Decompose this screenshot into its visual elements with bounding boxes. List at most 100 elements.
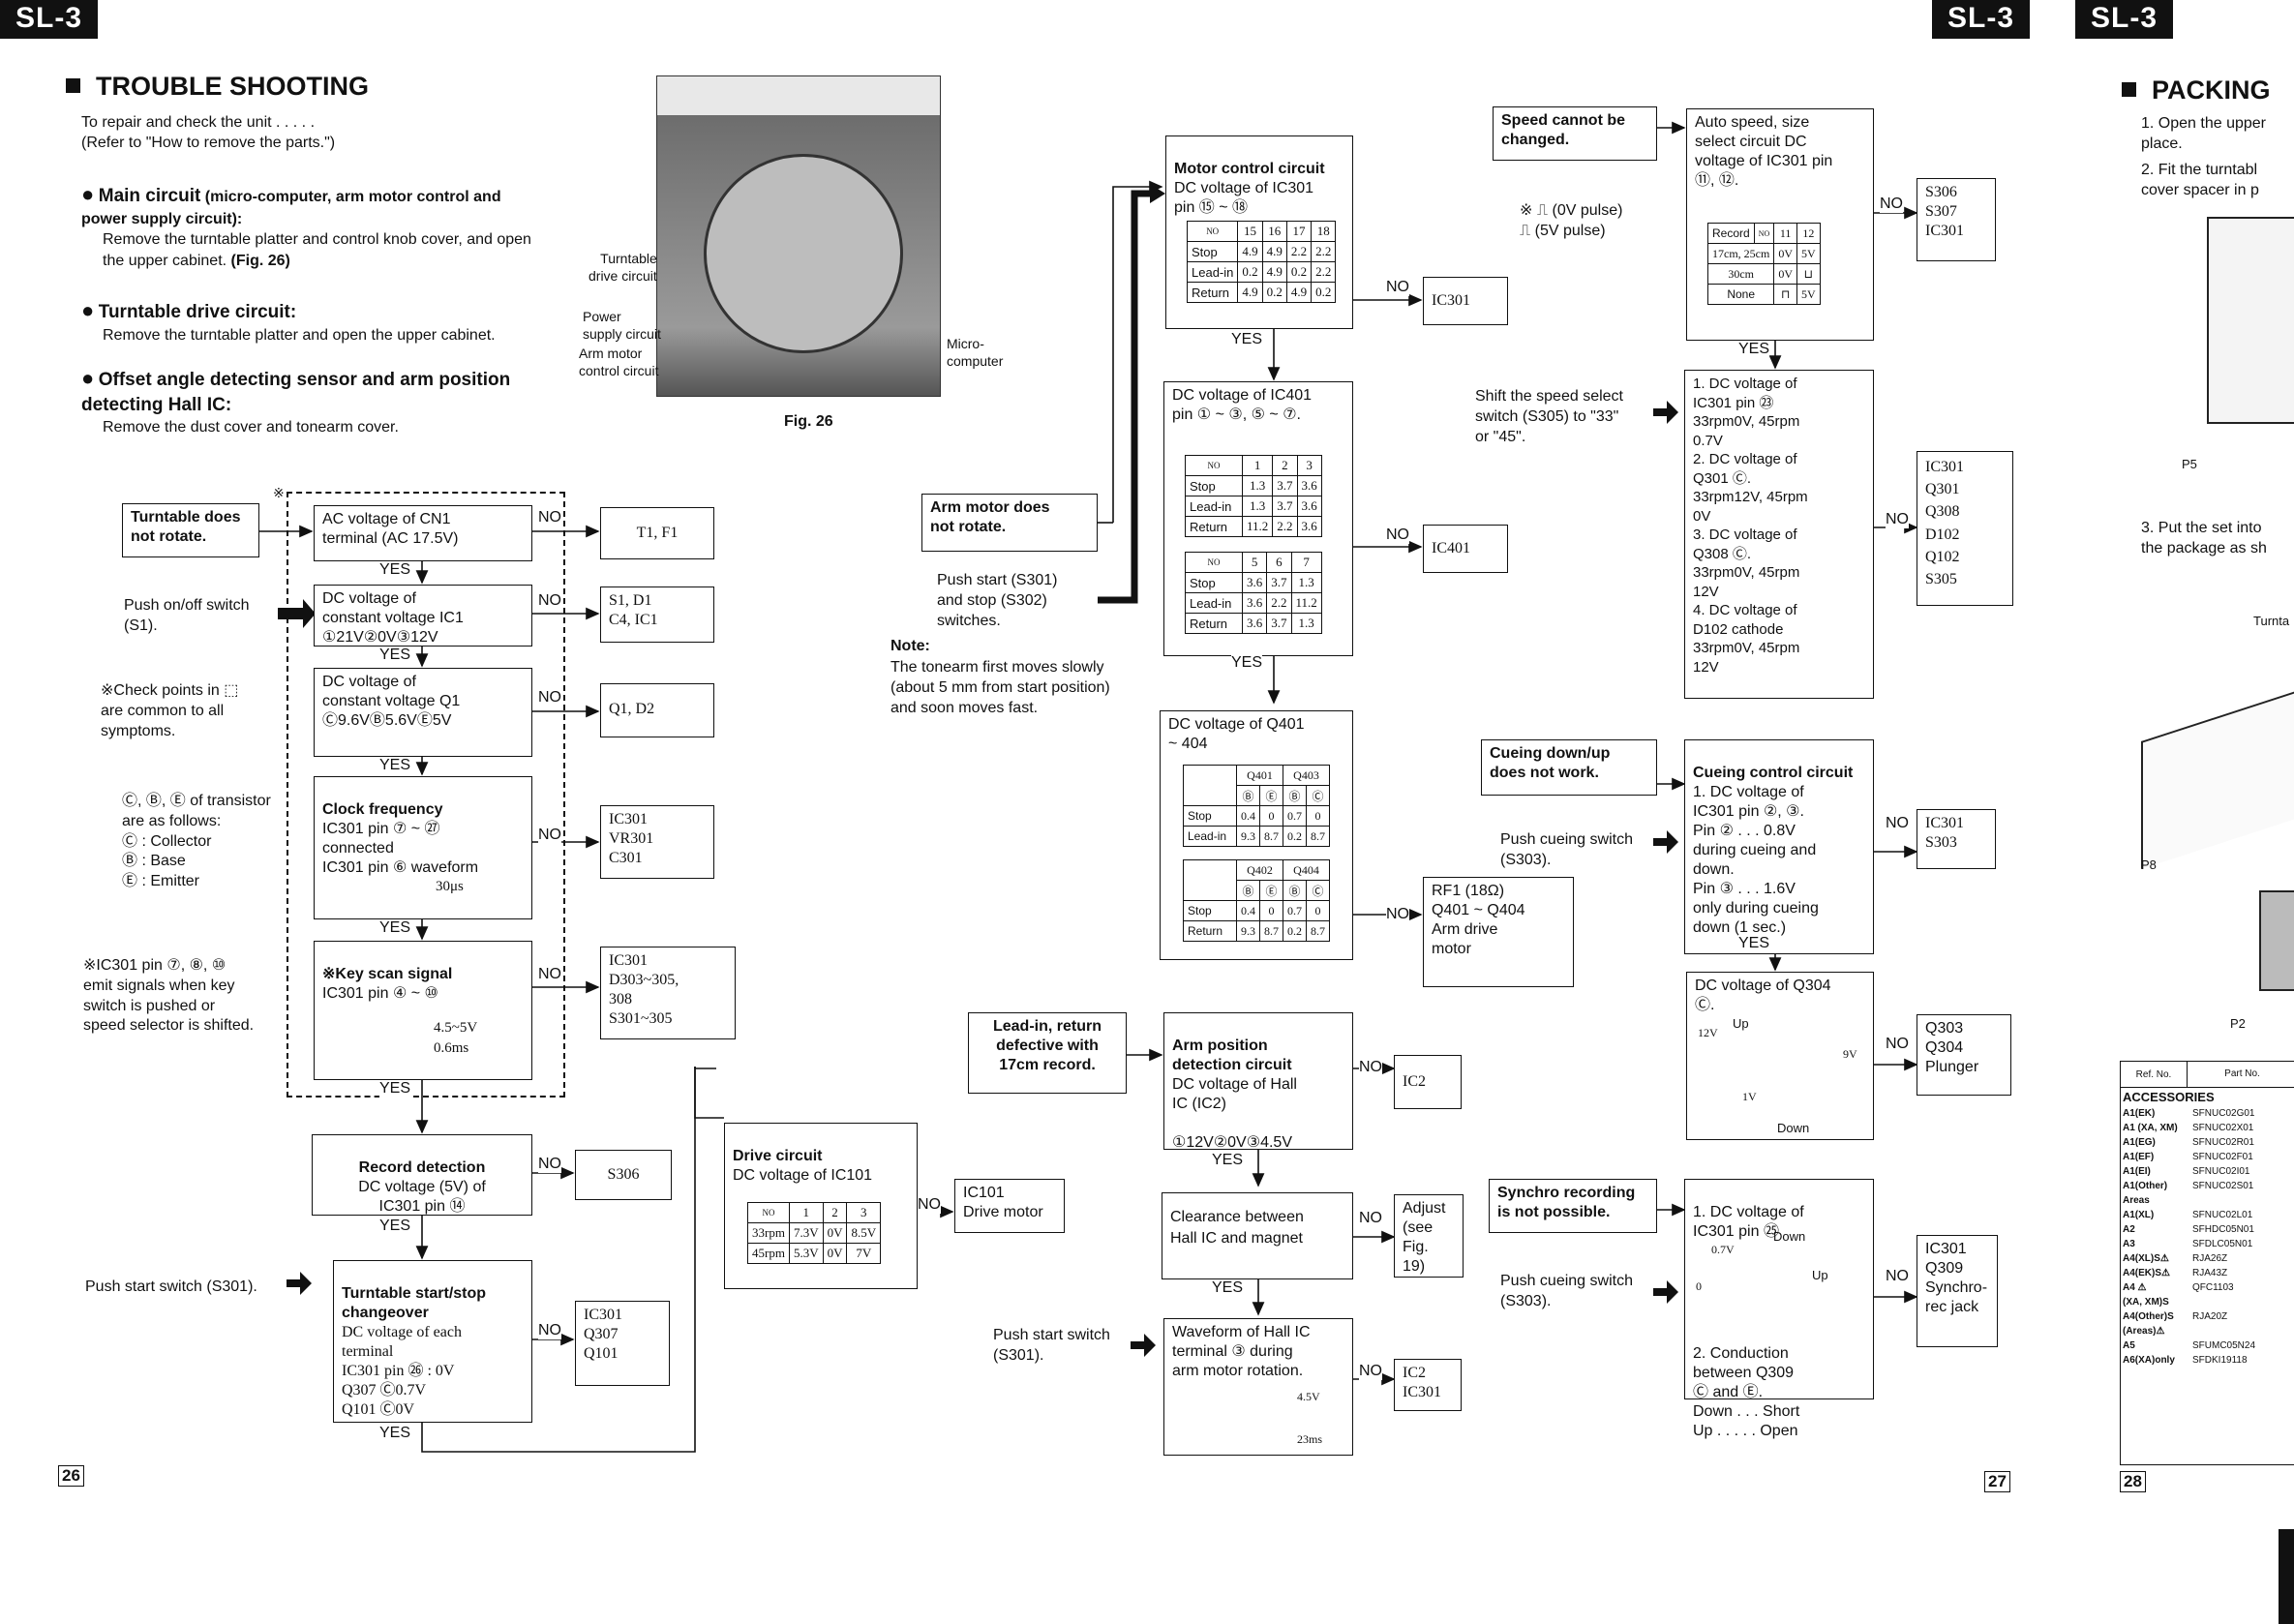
- result-t1-f1: T1, F1: [600, 507, 714, 559]
- check-q304-voltage: DC voltage of Q304 Ⓒ.: [1686, 972, 1874, 1140]
- accessory-ref: A1(EI): [2123, 1166, 2151, 1177]
- flow-yes-label: YES: [1231, 331, 1263, 348]
- accessories-title: ACCESSORIES: [2123, 1090, 2215, 1104]
- start-cueing-not-work: Cueing down/up does not work.: [1481, 739, 1657, 796]
- flow-no-label: NO: [1386, 906, 1409, 923]
- page-number-28: 28: [2120, 1471, 2146, 1492]
- start-arm-motor-not-rotate: Arm motor does not rotate.: [921, 494, 1098, 552]
- packing-step-2: 2. Fit the turntabl cover spacer in p: [2141, 162, 2259, 198]
- flow-yes-label: YES: [379, 919, 411, 937]
- unit-photo: [656, 75, 941, 397]
- push-start-text-left: Push start switch (S301).: [85, 1278, 257, 1295]
- result-rf1-arm-motor: RF1 (18Ω) Q401 ~ Q404 Arm drive motor: [1423, 877, 1574, 987]
- q304-wave-12v: 12V: [1698, 1026, 1718, 1039]
- flow-yes-label: YES: [1212, 1279, 1244, 1297]
- flow-no-label: NO: [538, 827, 561, 844]
- flow-yes-label: YES: [1738, 935, 1770, 952]
- sync-wave-down: Down: [1773, 1229, 1806, 1244]
- result-ic2: IC2: [1394, 1055, 1462, 1109]
- accessory-ref: A1(Other) Areas: [2123, 1181, 2168, 1206]
- label-p8: P8: [2141, 857, 2157, 872]
- note-text: The tonearm first moves slowly (about 5 …: [890, 659, 1110, 716]
- accessory-part: QFC1103: [2192, 1282, 2234, 1293]
- turntable-circle: [704, 154, 903, 353]
- packing-step-3: 3. Put the set into the package as sh: [2141, 520, 2267, 556]
- result-ic2-ic301: IC2 IC301: [1394, 1359, 1462, 1411]
- flow-no-label: NO: [1886, 815, 1909, 832]
- check-hall-clearance: Clearance between Hall IC and magnet: [1162, 1192, 1353, 1279]
- packing-illustration-1: [2207, 217, 2294, 424]
- accessory-ref: A6(XA)only: [2123, 1355, 2175, 1366]
- flow-yes-label: YES: [1738, 341, 1770, 358]
- result-synchro-jack: IC301 Q309 Synchro- rec jack: [1917, 1235, 1998, 1347]
- hall-waveform-amp: 4.5V: [1297, 1390, 1320, 1403]
- accessory-part: SFNUC02L01: [2192, 1210, 2253, 1220]
- accessory-row: A4 ⚠QFC1103: [2121, 1280, 2294, 1295]
- accessory-part: SFNUC02R01: [2192, 1137, 2254, 1148]
- clock-waveform-label: 30μs: [436, 879, 464, 894]
- accessory-ref: A1(EF): [2123, 1152, 2155, 1162]
- accessory-row: A3 SFDLC05N01: [2121, 1237, 2294, 1251]
- start-synchro-not-possible: Synchro recording is not possible.: [1489, 1179, 1657, 1233]
- label-p2: P2: [2230, 1016, 2246, 1031]
- hall-waveform-period: 23ms: [1297, 1432, 1323, 1446]
- check-dc-ic1: DC voltage of constant voltage IC1 ①21V②…: [314, 585, 532, 647]
- flow-yes-label: YES: [379, 757, 411, 774]
- accessory-part: SFDLC05N01: [2192, 1239, 2253, 1249]
- accessory-part: SFNUC02S01: [2192, 1181, 2254, 1191]
- flow-no-label: NO: [1359, 1059, 1382, 1076]
- sync-wave-07v: 0.7V: [1711, 1243, 1735, 1256]
- flow-no-label: NO: [538, 1156, 561, 1173]
- sync-wave-0: 0: [1696, 1279, 1702, 1293]
- push-onoff-text: Push on/off switch (S1).: [124, 597, 250, 634]
- transistor-note: Ⓒ, Ⓑ, Ⓔ of transistor are as follows: Ⓒ …: [122, 793, 271, 890]
- q304-wave-down: Down: [1777, 1121, 1810, 1135]
- label-p5: P5: [2182, 457, 2197, 471]
- fig-caption: Fig. 26: [784, 413, 833, 430]
- flow-yes-label: YES: [1231, 654, 1263, 672]
- result-s306-s307: S306 S307 IC301: [1917, 178, 1996, 261]
- result-ic101-drive-motor: IC101 Drive motor: [954, 1179, 1065, 1233]
- accessory-ref: A1(EK): [2123, 1108, 2156, 1119]
- common-check-area: [287, 492, 565, 1098]
- intro-text: To repair and check the unit . . . . . (…: [81, 114, 336, 151]
- result-ic301-speed: IC301 Q301 Q308 D102 Q102 S305: [1917, 451, 2013, 606]
- flow-no-label: NO: [1359, 1210, 1382, 1227]
- push-start-stop-text: Push start (S301) and stop (S302) switch…: [937, 572, 1058, 629]
- page-number-27: 27: [1984, 1471, 2010, 1492]
- accessories-table: Ref. No. Part No. ACCESSORIES A1(EK)SFNU…: [2120, 1061, 2294, 1465]
- pulse-legend: ※ ⎍ (0V pulse) ⎍ (5V pulse): [1520, 202, 1623, 239]
- push-cueing-text: Push cueing switch (S303).: [1500, 831, 1633, 868]
- note-title: Note:: [890, 638, 930, 654]
- accessory-part: SFUMC05N24: [2192, 1340, 2256, 1351]
- result-q303-plunger: Q303 Q304 Plunger: [1917, 1014, 2011, 1096]
- accessory-ref: A3: [2123, 1239, 2135, 1249]
- accessory-row: A4(Other)S (Areas)⚠RJA20Z: [2121, 1309, 2294, 1338]
- model-tag-right-1: SL-3: [1932, 0, 2031, 39]
- label-turntable: Turnta: [2253, 614, 2290, 628]
- fig-label-power: Power supply circuit: [583, 309, 661, 343]
- accessory-ref: A4(EK)S⚠: [2123, 1268, 2170, 1278]
- accessory-row: (XA, XM)S: [2121, 1295, 2294, 1309]
- flow-no-label: NO: [1886, 511, 1909, 528]
- flow-no-label: NO: [1886, 1268, 1909, 1285]
- flow-yes-label: YES: [379, 1080, 411, 1098]
- push-cueing-text-2: Push cueing switch (S303).: [1500, 1273, 1633, 1309]
- accessory-part: SFNUC02I01: [2192, 1166, 2250, 1177]
- page-number-26: 26: [58, 1465, 84, 1487]
- bullet-main-circuit: ● Main circuit (micro-computer, arm moto…: [81, 182, 531, 269]
- packing-heading: PACKING: [2122, 75, 2271, 105]
- result-q1-d2: Q1, D2: [600, 683, 714, 737]
- accessory-ref: A1(EG): [2123, 1137, 2156, 1148]
- accessory-part: SFDKI19118: [2192, 1355, 2248, 1366]
- result-ic301-vr301: IC301 VR301 C301: [600, 805, 714, 879]
- result-s1-d1: S1, D1 C4, IC1: [600, 586, 714, 643]
- accessory-ref: A2: [2123, 1224, 2135, 1235]
- flow-no-label: NO: [1880, 195, 1903, 213]
